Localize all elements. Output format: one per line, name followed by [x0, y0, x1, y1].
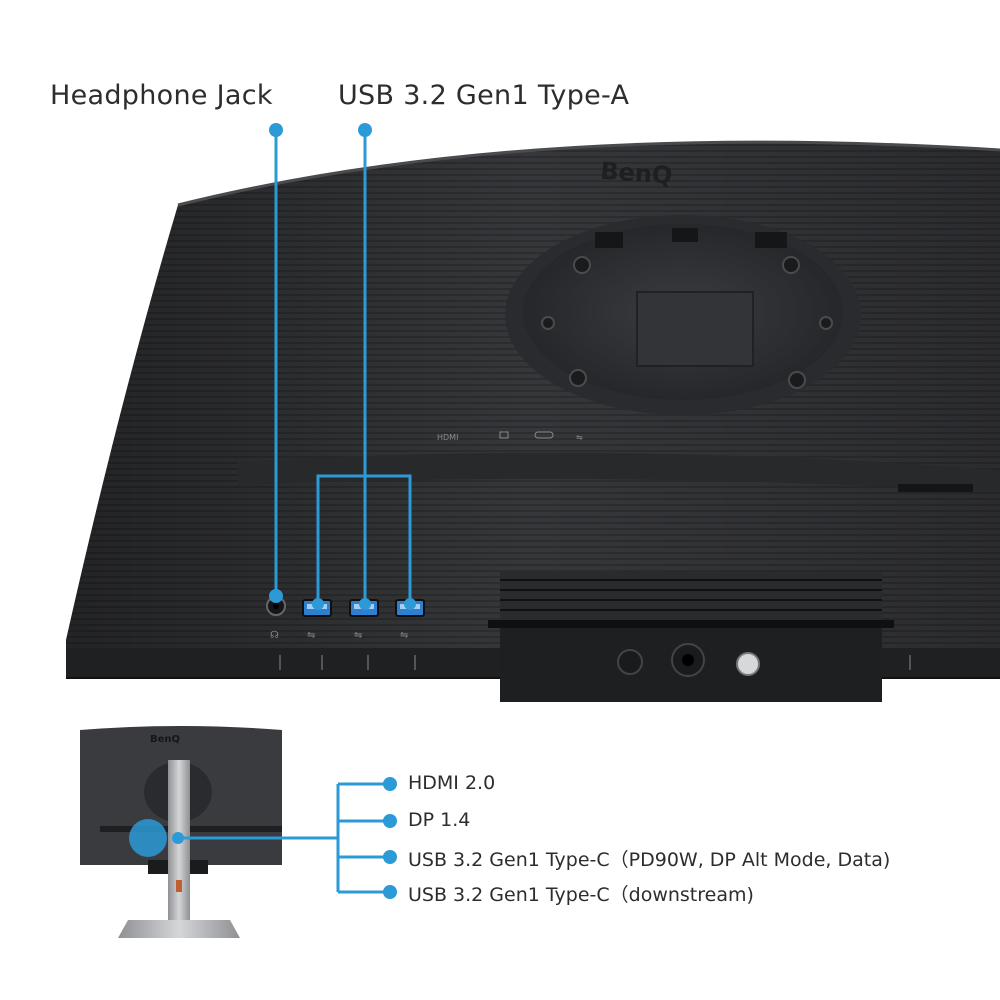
usb-icon: ⇋ [307, 630, 315, 641]
button-1 [617, 649, 643, 675]
inset-monitor: BenQ [80, 726, 282, 938]
inset-highlight [129, 819, 167, 857]
usbc-downstream-label: USB 3.2 Gen1 Type-C（downstream) [408, 884, 754, 906]
power-icon [736, 652, 760, 676]
svg-text:BenQ: BenQ [150, 734, 180, 745]
port-markings: HDMI ⇋ [437, 431, 583, 442]
svg-text:⇋: ⇋ [354, 630, 362, 641]
hdmi-marking: HDMI [437, 433, 458, 442]
headphone-jack-label: Headphone Jack [50, 80, 273, 111]
svg-text:⇋: ⇋ [576, 433, 583, 442]
usbc-marking [534, 431, 554, 439]
callout-lines-top [274, 130, 412, 602]
usbc-pd-callout-dot [383, 850, 397, 864]
dp-label: DP 1.4 [408, 809, 471, 831]
svg-text:⇋: ⇋ [400, 630, 408, 641]
dp-marking [499, 431, 509, 439]
usb-a-callout-dot [358, 123, 372, 137]
headphone-icon: ☊ [270, 630, 279, 641]
control-block [488, 572, 894, 702]
dp-callout-dot [383, 814, 397, 828]
usbc-down-callout-dot [383, 885, 397, 899]
headphone-callout-dot [269, 123, 283, 137]
usbc-pd-label: USB 3.2 Gen1 Type-C（PD90W, DP Alt Mode, … [408, 849, 891, 871]
callout-lines-bottom [178, 782, 390, 894]
usb-type-a-label: USB 3.2 Gen1 Type-A [338, 80, 630, 111]
vesa-mount [505, 215, 861, 415]
brand-logo: BenQ [599, 157, 673, 190]
hdmi-label: HDMI 2.0 [408, 772, 496, 794]
hdmi-callout-dot [383, 777, 397, 791]
